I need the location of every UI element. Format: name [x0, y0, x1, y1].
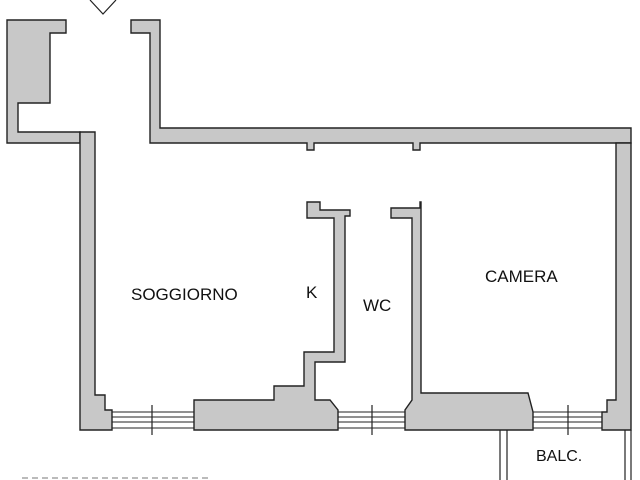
- room-label-camera: CAMERA: [485, 267, 558, 286]
- wall-outer-right: [601, 142, 632, 431]
- wall-bottom-center: [390, 201, 534, 431]
- compass-arrow-icon: [89, 0, 117, 15]
- window-wc: [337, 405, 406, 435]
- window-camera: [532, 405, 603, 435]
- wall-bottom-soggiorno: [193, 201, 351, 431]
- room-label-kitchen: K: [306, 283, 318, 302]
- room-label-balcony: BALC.: [536, 448, 582, 465]
- wall-outer-left: [79, 131, 113, 431]
- room-label-soggiorno: SOGGIORNO: [131, 285, 238, 304]
- room-label-wc: WC: [363, 296, 391, 315]
- wall-entrance-right: [130, 19, 632, 151]
- window-soggiorno: [111, 405, 195, 435]
- wall-entrance-left: [6, 19, 81, 144]
- balcony-outline: [499, 430, 632, 480]
